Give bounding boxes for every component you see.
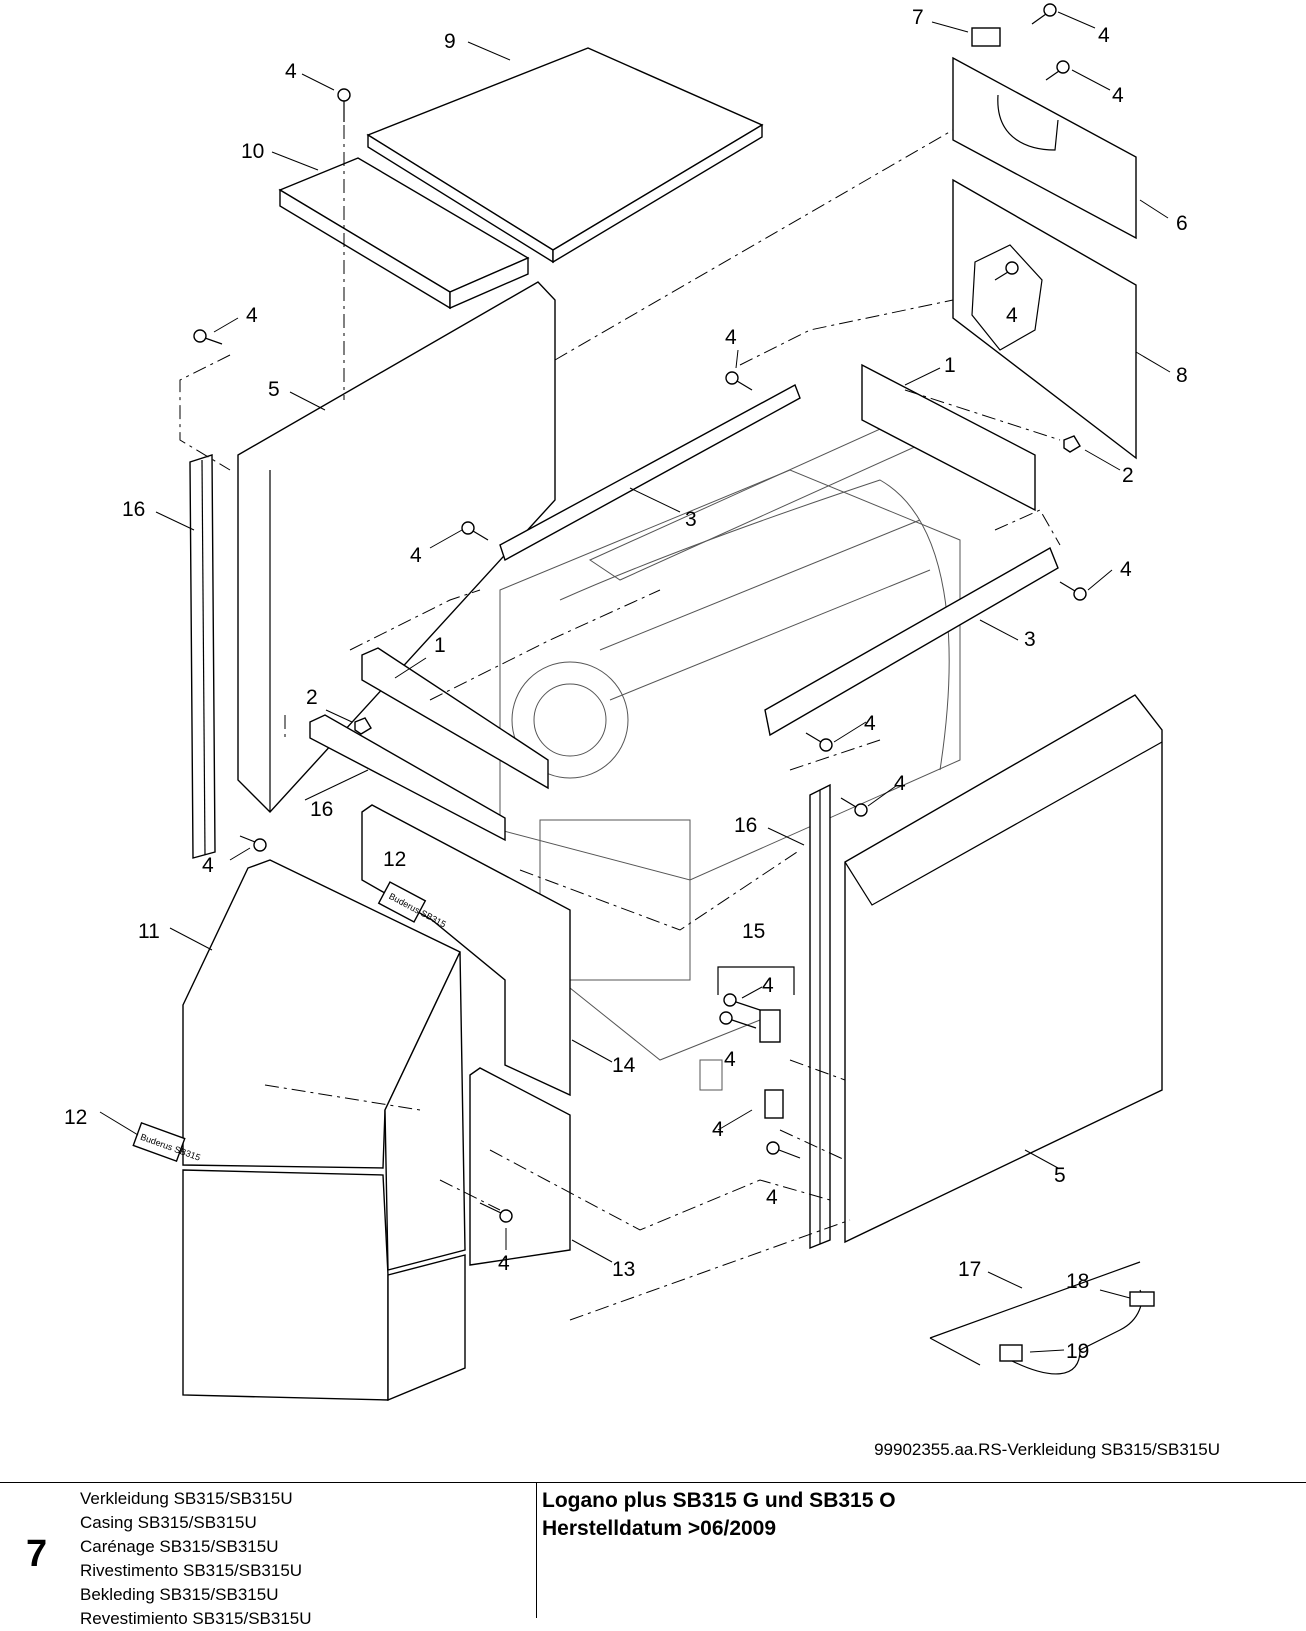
part-rail-front bbox=[361, 647, 549, 790]
callout-label: 4 bbox=[1006, 304, 1018, 327]
section-titles: Verkleidung SB315/SB315U Casing SB315/SB… bbox=[80, 1487, 312, 1631]
manufacture-date: Herstelldatum >06/2009 bbox=[542, 1517, 777, 1540]
part-side-panel-left bbox=[237, 281, 556, 814]
callout-label: 2 bbox=[306, 686, 318, 709]
callout-label: 4 bbox=[712, 1118, 724, 1141]
screw bbox=[1045, 60, 1070, 81]
section-title: Revestimiento SB315/SB315U bbox=[80, 1609, 312, 1628]
callout-label: 16 bbox=[734, 814, 757, 837]
callout-label: 4 bbox=[1120, 558, 1132, 581]
screw bbox=[840, 797, 868, 817]
callout-label: 4 bbox=[864, 712, 876, 735]
screw bbox=[1031, 3, 1057, 25]
part-front-panel-lower bbox=[182, 1169, 466, 1402]
screw bbox=[725, 371, 753, 391]
callout-label: 19 bbox=[1066, 1340, 1089, 1363]
screw bbox=[994, 261, 1019, 281]
screw bbox=[1059, 581, 1087, 601]
part-vertical-rail-right bbox=[809, 783, 831, 1250]
product-info: Logano plus SB315 G und SB315 O Herstell… bbox=[542, 1487, 896, 1543]
screw bbox=[723, 993, 761, 1011]
callout-label: 4 bbox=[1098, 24, 1110, 47]
callout-label: 4 bbox=[1112, 84, 1124, 107]
section-title: Casing SB315/SB315U bbox=[80, 1513, 257, 1532]
nut bbox=[1063, 435, 1081, 453]
callout-label: 6 bbox=[1176, 212, 1188, 235]
callout-label: 11 bbox=[138, 920, 160, 943]
part-crossbar-lower bbox=[309, 714, 506, 842]
part-front-panel-upper bbox=[182, 859, 466, 1271]
callout-label: 4 bbox=[246, 304, 258, 327]
callout-label: 3 bbox=[685, 508, 697, 531]
section-title: Carénage SB315/SB315U bbox=[80, 1537, 279, 1556]
part-crossbar-upper bbox=[499, 384, 801, 562]
part-front-top-panel bbox=[278, 157, 530, 310]
callout-label: 4 bbox=[498, 1252, 510, 1275]
screw bbox=[719, 1011, 757, 1029]
screw bbox=[766, 1141, 801, 1159]
callout-label: 4 bbox=[410, 544, 422, 567]
footer: 7 Verkleidung SB315/SB315U Casing SB315/… bbox=[0, 1482, 1306, 1628]
exploded-parts-diagram: Buderus SB315 Buderus SB315 bbox=[64, 3, 1188, 1402]
callout-label: 5 bbox=[268, 378, 280, 401]
section-title: Verkleidung SB315/SB315U bbox=[80, 1489, 293, 1508]
screw bbox=[193, 329, 223, 345]
drawing-code: 99902355.aa.RS-Verkleidung SB315/SB315U bbox=[874, 1440, 1220, 1459]
screw bbox=[805, 732, 833, 752]
callout-label: 4 bbox=[202, 854, 214, 877]
callout-label: 12 bbox=[64, 1106, 87, 1129]
screw bbox=[479, 1202, 513, 1223]
part-top-cover bbox=[366, 47, 764, 264]
callout-label: 9 bbox=[444, 30, 456, 53]
nut bbox=[354, 717, 372, 735]
callout-label: 12 bbox=[383, 848, 406, 871]
callout-label: 8 bbox=[1176, 364, 1188, 387]
callout-label: 7 bbox=[912, 6, 924, 29]
leader-lines bbox=[99, 11, 1171, 1353]
callout-label: 4 bbox=[724, 1048, 736, 1071]
part-cable-assembly bbox=[929, 1261, 1155, 1375]
callout-label: 4 bbox=[725, 326, 737, 349]
callout-label: 14 bbox=[612, 1054, 636, 1077]
callout-label: 4 bbox=[285, 60, 297, 83]
callout-label: 13 bbox=[612, 1258, 635, 1281]
part-side-panel-right bbox=[844, 694, 1163, 1244]
section-title: Rivestimento SB315/SB315U bbox=[80, 1561, 303, 1580]
callout-label: 3 bbox=[1024, 628, 1036, 651]
part-hinge-bracket bbox=[717, 966, 795, 1119]
callout-label: 15 bbox=[742, 920, 765, 943]
section-title: Bekleding SB315/SB315U bbox=[80, 1585, 279, 1604]
callout-label: 2 bbox=[1122, 464, 1134, 487]
part-rail-top bbox=[861, 363, 1036, 512]
footer-divider bbox=[536, 1483, 537, 1618]
callout-label: 4 bbox=[894, 772, 906, 795]
assembly-lines bbox=[179, 125, 1061, 1321]
callout-label: 10 bbox=[241, 140, 264, 163]
callout-label: 4 bbox=[766, 1186, 778, 1209]
callout-label: 18 bbox=[1066, 1270, 1089, 1293]
part-crossbar-right bbox=[764, 546, 1059, 737]
screw bbox=[239, 835, 267, 852]
callout-label: 1 bbox=[434, 634, 446, 657]
callout-label: 17 bbox=[958, 1258, 981, 1281]
callout-label: 4 bbox=[762, 974, 774, 997]
clip bbox=[971, 27, 1001, 47]
callout-label: 16 bbox=[310, 798, 333, 821]
part-back-panel-lower bbox=[952, 178, 1137, 460]
part-vertical-rail-left bbox=[189, 454, 216, 859]
callout-label: 5 bbox=[1054, 1164, 1066, 1187]
product-name: Logano plus SB315 G und SB315 O bbox=[542, 1489, 896, 1512]
callout-label: 1 bbox=[944, 354, 956, 377]
screws bbox=[193, 3, 1087, 1223]
part-back-panel-upper bbox=[952, 56, 1137, 240]
callout-labels: 9 4 10 4 5 16 4 4 3 1 2 16 4 7 4 4 6 4 8… bbox=[64, 6, 1188, 1363]
screw bbox=[337, 88, 351, 122]
chapter-number: 7 bbox=[26, 1533, 48, 1575]
callout-label: 16 bbox=[122, 498, 145, 521]
screw bbox=[461, 521, 489, 541]
